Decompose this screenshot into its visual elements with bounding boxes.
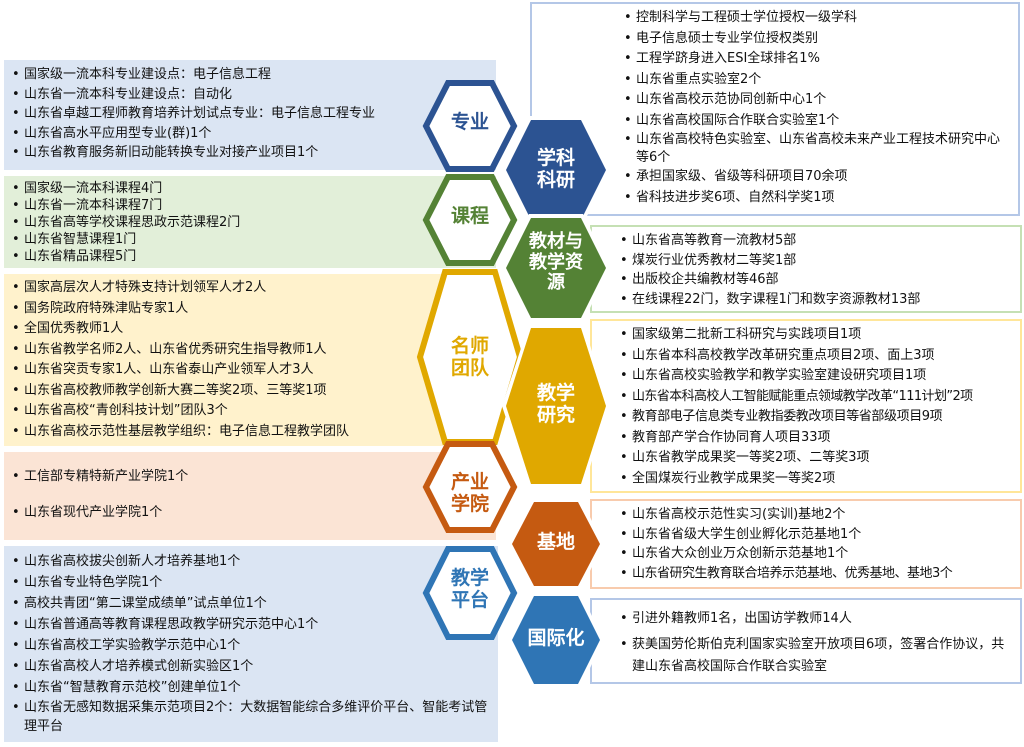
bases-list: 山东省高校示范性实习(实训)基地2个 山东省省级大学生创业孵化示范基地1个 山东… xyxy=(618,505,1018,583)
panel-bases: 山东省高校示范性实习(实训)基地2个 山东省省级大学生创业孵化示范基地1个 山东… xyxy=(590,499,1022,589)
list-item: 控制科学与工程硕士学位授权一级学科 xyxy=(622,8,1012,29)
list-item: 山东省省级大学生创业孵化示范基地1个 xyxy=(618,525,1018,545)
right-hexagon-4 xyxy=(512,596,600,684)
list-item: 出版校企共编教材等46部 xyxy=(618,270,1014,290)
list-item: 山东省无感知数据采集示范项目2个：大数据智能综合多维评价平台、智能考试管理平台 xyxy=(10,698,490,736)
list-item: 山东省重点实验室2个 xyxy=(622,70,1012,91)
list-item: 山东省卓越工程师教育培养计划试点专业：电子信息工程专业 xyxy=(10,104,488,124)
list-item: 山东省普通高等教育课程思政教学研究示范中心1个 xyxy=(10,614,490,635)
list-item: 教育部产学合作协同育人项目33项 xyxy=(618,428,1018,449)
list-item: 引进外籍教师1名，出国访学教师14人 xyxy=(618,608,1014,630)
panel-industry: 工信部专精特新产业学院1个 山东省现代产业学院1个 xyxy=(4,452,496,540)
list-item: 在线课程22门，数字课程1门和数字资源教材13部 xyxy=(618,290,1014,310)
list-item: 山东省高校“青创科技计划”团队3个 xyxy=(10,401,488,422)
list-item: 山东省本科高校人工智能赋能重点领域教学改革“111计划”2项 xyxy=(618,387,1018,408)
list-item: 山东省教学成果奖一等奖2项、二等奖3项 xyxy=(618,448,1018,469)
panel-course: 国家级一流本科课程4门 山东省一流本科课程7门 山东省高等学校课程思政示范课程2… xyxy=(4,176,496,268)
hex-label-textbooks: 教材与 教学资 源 xyxy=(529,231,583,294)
textbooks-list: 山东省高等教育一流教材5部 煤炭行业优秀教材二等奖1部 出版校企共编教材等46部… xyxy=(618,231,1014,309)
panel-research: 控制科学与工程硕士学位授权一级学科 电子信息硕士专业学位授权类别 工程学跻身进入… xyxy=(530,2,1020,216)
list-item: 煤炭行业优秀教材二等奖1部 xyxy=(618,251,1014,271)
list-item: 教育部电子信息类专业教指委教改项目等省部级项目9项 xyxy=(618,407,1018,428)
course-list: 国家级一流本科课程4门 山东省一流本科课程7门 山东省高等学校课程思政示范课程2… xyxy=(10,180,488,265)
list-item: 山东省一流本科专业建设点：自动化 xyxy=(10,85,488,105)
major-list: 国家级一流本科专业建设点：电子信息工程 山东省一流本科专业建设点：自动化 山东省… xyxy=(10,65,488,163)
list-item: 工信部专精特新产业学院1个 xyxy=(10,466,488,488)
hex-label-bases: 基地 xyxy=(536,531,575,553)
panel-teachers: 国家高层次人才特殊支持计划领军人才2人 国务院政府特殊津贴专家1人 全国优秀教师… xyxy=(4,274,496,446)
list-item: 山东省本科高校教学改革研究重点项目2项、面上3项 xyxy=(618,346,1018,367)
list-item: 山东省高校国际合作联合实验室1个 xyxy=(622,111,1012,132)
list-item: 山东省高校示范性实习(实训)基地2个 xyxy=(618,505,1018,525)
hex-label-international: 国际化 xyxy=(527,627,585,649)
industry-list: 工信部专精特新产业学院1个 山东省现代产业学院1个 xyxy=(10,466,488,524)
list-item: 国家级第二批新工科研究与实践项目1项 xyxy=(618,325,1018,346)
research-list: 控制科学与工程硕士学位授权一级学科 电子信息硕士专业学位授权类别 工程学跻身进入… xyxy=(622,8,1012,208)
list-item: 山东省高水平应用型专业(群)1个 xyxy=(10,124,488,144)
list-item: 山东省高校教师教学创新大赛二等奖2项、三等奖1项 xyxy=(10,381,488,402)
list-item: 山东省高校人才培养模式创新实验区1个 xyxy=(10,656,490,677)
panel-major: 国家级一流本科专业建设点：电子信息工程 山东省一流本科专业建设点：自动化 山东省… xyxy=(4,60,496,170)
list-item: 山东省高校拔尖创新人才培养基地1个 xyxy=(10,551,490,572)
international-list: 引进外籍教师1名，出国访学教师14人 获美国劳伦斯伯克利国家实验室开放项目6项，… xyxy=(618,608,1014,678)
list-item: 山东省教学名师2人、山东省优秀研究生指导教师1人 xyxy=(10,340,488,361)
list-item: 省科技进步奖6项、自然科学奖1项 xyxy=(622,188,1012,209)
list-item: 山东省专业特色学院1个 xyxy=(10,572,490,593)
list-item: 山东省“智慧教育示范校”创建单位1个 xyxy=(10,677,490,698)
list-item: 山东省高等学校课程思政示范课程2门 xyxy=(10,214,488,231)
list-item: 山东省一流本科课程7门 xyxy=(10,197,488,214)
list-item: 电子信息硕士专业学位授权类别 xyxy=(622,29,1012,50)
list-item: 国家级一流本科课程4门 xyxy=(10,180,488,197)
list-item: 山东省精品课程5门 xyxy=(10,248,488,265)
list-item: 山东省现代产业学院1个 xyxy=(10,502,488,524)
list-item: 国家高层次人才特殊支持计划领军人才2人 xyxy=(10,278,488,299)
panel-teaching-research: 国家级第二批新工科研究与实践项目1项 山东省本科高校教学改革研究重点项目2项、面… xyxy=(590,319,1022,493)
list-item: 山东省高校工学实验教学示范中心1个 xyxy=(10,635,490,656)
list-item: 全国优秀教师1人 xyxy=(10,319,488,340)
list-item: 全国煤炭行业教学成果奖一等奖2项 xyxy=(618,469,1018,490)
panel-platform: 山东省高校拔尖创新人才培养基地1个 山东省专业特色学院1个 高校共青团“第二课堂… xyxy=(4,546,498,742)
list-item: 山东省高校实验教学和教学实验室建设研究项目1项 xyxy=(618,366,1018,387)
list-item: 获美国劳伦斯伯克利国家实验室开放项目6项，签署合作协议，共建山东省高校国际合作联… xyxy=(618,634,1014,678)
list-item: 国务院政府特殊津贴专家1人 xyxy=(10,299,488,320)
right-hexagon-3 xyxy=(512,502,600,586)
platform-list: 山东省高校拔尖创新人才培养基地1个 山东省专业特色学院1个 高校共青团“第二课堂… xyxy=(10,551,490,736)
teaching-research-list: 国家级第二批新工科研究与实践项目1项 山东省本科高校教学改革研究重点项目2项、面… xyxy=(618,325,1018,489)
list-item: 山东省大众创业万众创新示范基地1个 xyxy=(618,544,1018,564)
panel-international: 引进外籍教师1名，出国访学教师14人 获美国劳伦斯伯克利国家实验室开放项目6项，… xyxy=(590,598,1022,684)
list-item: 山东省高校示范性基层教学组织：电子信息工程教学团队 xyxy=(10,422,488,443)
list-item: 山东省突贡专家1人、山东省泰山产业领军人才3人 xyxy=(10,360,488,381)
list-item: 山东省高校示范协同创新中心1个 xyxy=(622,90,1012,111)
list-item: 山东省教育服务新旧动能转换专业对接产业项目1个 xyxy=(10,143,488,163)
list-item: 山东省智慧课程1门 xyxy=(10,231,488,248)
list-item: 承担国家级、省级等科研项目70余项 xyxy=(622,167,1012,188)
list-item: 国家级一流本科专业建设点：电子信息工程 xyxy=(10,65,488,85)
list-item: 工程学跻身进入ESI全球排名1% xyxy=(622,49,1012,70)
list-item: 山东省研究生教育联合培养示范基地、优秀基地、基地3个 xyxy=(618,564,1018,584)
list-item: 山东省高校特色实验室、山东省高校未来产业工程技术研究中心等6个 xyxy=(622,131,1012,167)
panel-textbooks: 山东省高等教育一流教材5部 煤炭行业优秀教材二等奖1部 出版校企共编教材等46部… xyxy=(590,225,1022,313)
list-item: 高校共青团“第二课堂成绩单”试点单位1个 xyxy=(10,593,490,614)
hex-label-teaching-research: 教学 研究 xyxy=(536,382,575,426)
list-item: 山东省高等教育一流教材5部 xyxy=(618,231,1014,251)
teachers-list: 国家高层次人才特殊支持计划领军人才2人 国务院政府特殊津贴专家1人 全国优秀教师… xyxy=(10,278,488,442)
